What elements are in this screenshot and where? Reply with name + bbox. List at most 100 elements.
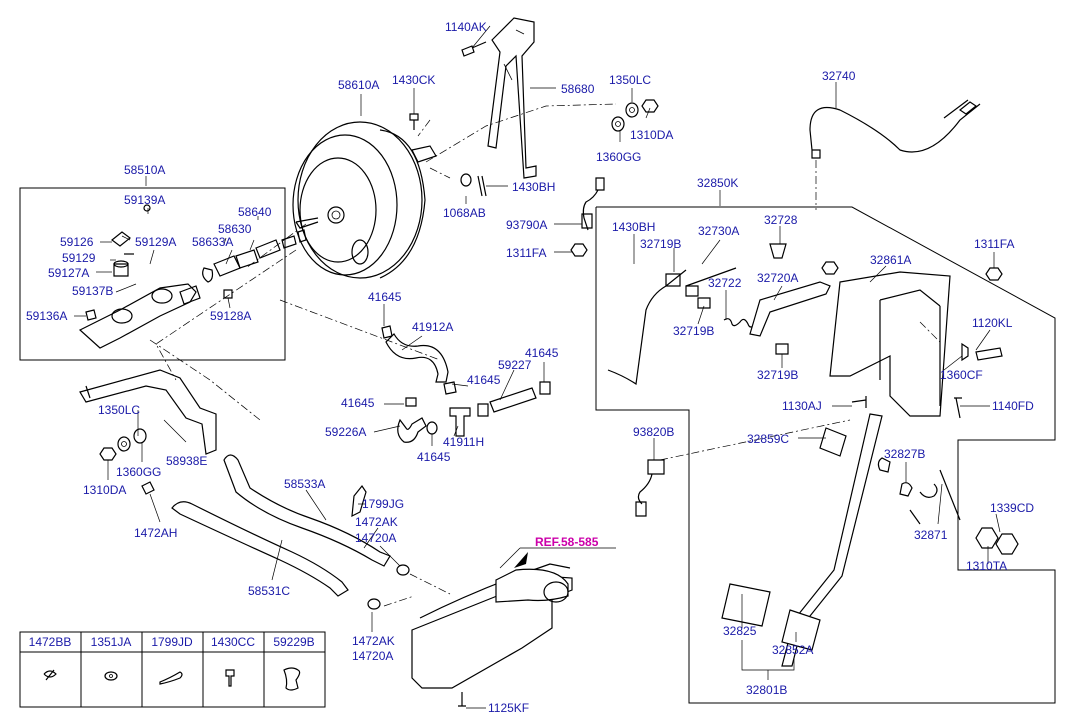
label-1120kl: 1120KL [972, 316, 1013, 330]
label-1339cd: 1339CD [990, 501, 1034, 515]
nut-1310ta [975, 527, 999, 549]
label-32730a: 32730A [698, 224, 739, 238]
legend-header-4: 1430CC [211, 635, 255, 649]
label-32719b-a: 32719B [640, 237, 681, 251]
dashed-reference-lines [149, 103, 941, 607]
master-cylinder-parts [78, 204, 307, 349]
label-59139a: 59139A [124, 193, 165, 207]
label-1310da-a: 1310DA [630, 128, 673, 142]
label-59226a: 59226A [325, 425, 366, 439]
nut-1311fa [570, 243, 588, 257]
label-59137b: 59137B [72, 284, 113, 298]
label-93820b: 93820B [633, 425, 674, 439]
label-59127a: 59127A [48, 266, 89, 280]
label-58531c: 58531C [248, 584, 290, 598]
label-32719b-b: 32719B [673, 324, 714, 338]
label-58510a: 58510A [124, 163, 165, 177]
small-fasteners-top [409, 41, 659, 197]
label-1430ck: 1430CK [392, 73, 435, 87]
label-32719b-c: 32719B [757, 368, 798, 382]
hose-58533a [223, 454, 391, 567]
label-59128a: 59128A [210, 309, 251, 323]
label-41645-b: 41645 [525, 346, 559, 360]
label-1310da-b: 1310DA [83, 483, 126, 497]
label-58680: 58680 [561, 82, 595, 96]
label-32722: 32722 [708, 276, 742, 290]
label-59129: 59129 [62, 251, 96, 265]
bracket-fasteners [99, 428, 147, 461]
label-1140ak: 1140AK [445, 20, 487, 34]
label-32827b: 32827B [884, 447, 925, 461]
pedal-assembly-box [595, 206, 1056, 704]
label-59129a: 59129A [135, 235, 176, 249]
bracket-slots [503, 29, 525, 81]
mounting-bracket [79, 369, 217, 455]
label-1472ak-b: 1472AK [352, 634, 395, 648]
reservoir-tank [411, 563, 573, 707]
label-1360gg-a: 1360GG [596, 150, 641, 164]
brake-booster [292, 121, 437, 279]
label-1311fa-a: 1311FA [506, 246, 546, 260]
label-1430bh-a: 1430BH [512, 180, 555, 194]
label-1350lc-a: 1350LC [609, 73, 651, 87]
label-14720a-b: 14720A [352, 649, 393, 663]
label-41645-a: 41645 [368, 290, 402, 304]
label-58610a: 58610A [338, 78, 379, 92]
label-14720a-a: 14720A [355, 531, 396, 545]
label-1360gg-b: 1360GG [116, 465, 161, 479]
master-cylinder-box [19, 187, 286, 361]
label-1430bh-b: 1430BH [612, 220, 655, 234]
label-32720a: 32720A [757, 271, 798, 285]
vacuum-hoses [381, 325, 551, 443]
leader-lines [74, 25, 1001, 709]
booster-bracket [487, 17, 537, 179]
legend-table [19, 631, 326, 708]
label-1311fa-b: 1311FA [974, 237, 1014, 251]
legend-header-1: 1472BB [29, 635, 72, 649]
label-32728: 32728 [764, 213, 798, 227]
ref-label: REF.58-585 [535, 535, 599, 549]
label-41912a: 41912A [412, 320, 453, 334]
label-1472ah: 1472AH [134, 526, 177, 540]
cable-assembly [809, 99, 981, 159]
ref-arrow [514, 552, 528, 568]
label-1125kf: 1125KF [488, 701, 529, 715]
label-59136a: 59136A [26, 309, 67, 323]
label-93790a: 93790A [506, 218, 547, 232]
legend-header-2: 1351JA [91, 635, 132, 649]
label-1068ab: 1068AB [443, 206, 486, 220]
label-41645-d: 41645 [341, 396, 375, 410]
label-32740: 32740 [822, 69, 856, 83]
label-41911h: 41911H [443, 435, 484, 449]
legend-icons [43, 667, 301, 691]
label-59227: 59227 [498, 358, 532, 372]
label-58633a: 58633A [192, 235, 233, 249]
label-1130aj: 1130AJ [782, 399, 822, 413]
label-32859c: 32859C [747, 432, 789, 446]
label-1360cf: 1360CF [940, 368, 983, 382]
label-32850k: 32850K [697, 176, 738, 190]
label-1350lc-b: 1350LC [98, 403, 140, 417]
legend-header-3: 1799JD [151, 635, 193, 649]
label-41645-c: 41645 [467, 373, 501, 387]
label-58533a: 58533A [284, 477, 325, 491]
label-32801b: 32801B [746, 683, 787, 697]
label-1472ak-a: 1472AK [355, 515, 398, 529]
label-32871: 32871 [914, 528, 948, 542]
label-32861a: 32861A [870, 253, 911, 267]
label-32825: 32825 [723, 624, 757, 638]
vacuum-sensor [581, 177, 605, 231]
hose-clamps [141, 481, 410, 610]
label-1140fd: 1140FD [992, 399, 1034, 413]
label-58640: 58640 [238, 205, 272, 219]
label-58938e: 58938E [166, 454, 207, 468]
label-41645-e: 41645 [417, 450, 451, 464]
pedal-parts [607, 243, 1003, 667]
nut-1339cd [995, 533, 1019, 555]
legend-header-5: 59229B [273, 635, 314, 649]
hose-58531c [171, 501, 349, 597]
label-59126: 59126 [60, 235, 94, 249]
label-1310ta: 1310TA [966, 559, 1007, 573]
